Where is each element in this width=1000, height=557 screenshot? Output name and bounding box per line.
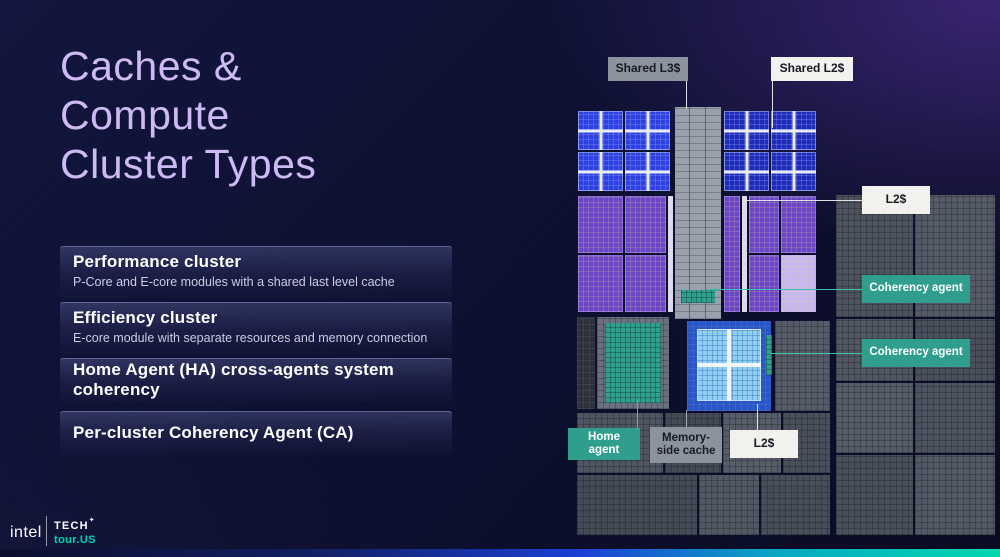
- p-core-module: [578, 196, 623, 253]
- item-description: E-core module with separate resources an…: [73, 331, 428, 345]
- p-core-module: [749, 255, 779, 312]
- l2-slice-strip: [668, 196, 673, 312]
- item-heading: Efficiency cluster: [73, 308, 218, 327]
- list-item-performance-cluster: Performance cluster P-Core and E-core mo…: [60, 246, 452, 298]
- callout-coherency-agent-bottom: Coherency agent: [862, 339, 970, 367]
- p-core-module: [781, 196, 816, 253]
- callout-line-coherency-bottom: [770, 353, 862, 354]
- callout-l2-right: L2$: [862, 186, 930, 214]
- tech-tour-logo: TECH✦ tour.US: [46, 516, 96, 546]
- p-core-module: [724, 196, 740, 312]
- die-grid-block: [699, 475, 759, 535]
- callout-line-l2-bottom: [757, 404, 758, 430]
- core-module: [724, 111, 769, 150]
- die-grid-block: [915, 383, 995, 453]
- die-grid-block: [836, 383, 913, 453]
- die-grid-block: [836, 455, 913, 535]
- die-grid-block: [577, 317, 595, 409]
- die-grid-block: [761, 475, 830, 535]
- callout-line-coherency-top: [708, 289, 862, 290]
- die-grid-block: [915, 455, 995, 535]
- p-core-module: [781, 255, 816, 312]
- title-line-3: Cluster Types: [60, 141, 317, 187]
- l2-slice-strip: [742, 196, 747, 312]
- page-title: Caches & Compute Cluster Types: [60, 42, 316, 189]
- callout-memory-side-cache: Memory-side cache: [650, 427, 722, 463]
- coherency-agent-strip-top: [681, 290, 715, 303]
- callout-l2-bottom: L2$: [730, 430, 798, 458]
- callout-line-l2-right: [744, 200, 862, 201]
- callout-line-home-agent: [637, 400, 638, 430]
- core-module: [771, 111, 816, 150]
- die-grid-block: [577, 475, 697, 535]
- coherency-agent-strip-bottom: [766, 335, 772, 375]
- die-grid-block: [775, 321, 830, 411]
- callout-home-agent-text: Home agent: [588, 430, 620, 456]
- core-module: [578, 111, 623, 150]
- core-module: [771, 152, 816, 191]
- callout-line-memory-side-cache: [686, 410, 687, 427]
- callout-home-agent: Home agent: [568, 428, 640, 460]
- tech-tour-logo-bottom: tour.US: [54, 534, 96, 546]
- e-core-module: [697, 329, 761, 401]
- title-line-2: Compute: [60, 92, 230, 138]
- callout-memory-side-cache-text: Memory-side cache: [656, 431, 716, 457]
- list-item-home-agent: Home Agent (HA) cross-agents system cohe…: [60, 358, 452, 402]
- title-line-1: Caches &: [60, 43, 242, 89]
- core-module: [578, 152, 623, 191]
- core-module: [625, 152, 670, 191]
- list-item-coherency-agent: Per-cluster Coherency Agent (CA): [60, 411, 452, 455]
- star-icon: ✦: [88, 517, 95, 524]
- p-core-module: [578, 255, 623, 312]
- callout-shared-l2: Shared L2$: [771, 57, 853, 81]
- footer-gradient-bar: [0, 549, 1000, 557]
- item-heading: Per-cluster Coherency Agent (CA): [73, 423, 354, 442]
- p-core-module: [625, 196, 666, 253]
- p-core-module: [749, 196, 779, 253]
- callout-line-shared-l2: [772, 81, 773, 128]
- callout-shared-l3: Shared L3$: [608, 57, 688, 81]
- intel-logo: intel: [10, 524, 42, 541]
- die-shot-diagram: [575, 105, 995, 537]
- item-heading: Home Agent (HA) cross-agents system cohe…: [73, 360, 394, 399]
- item-heading: Performance cluster: [73, 252, 242, 271]
- core-module: [625, 111, 670, 150]
- core-module: [724, 152, 769, 191]
- item-description: P-Core and E-core modules with a shared …: [73, 275, 395, 289]
- p-core-module: [625, 255, 666, 312]
- shared-l3-column: [675, 107, 721, 319]
- tech-tour-logo-top: TECH: [54, 520, 89, 532]
- home-agent-block: [605, 323, 661, 403]
- callout-line-shared-l3: [686, 81, 687, 109]
- list-item-efficiency-cluster: Efficiency cluster E-core module with se…: [60, 302, 452, 354]
- callout-coherency-agent-top: Coherency agent: [862, 275, 970, 303]
